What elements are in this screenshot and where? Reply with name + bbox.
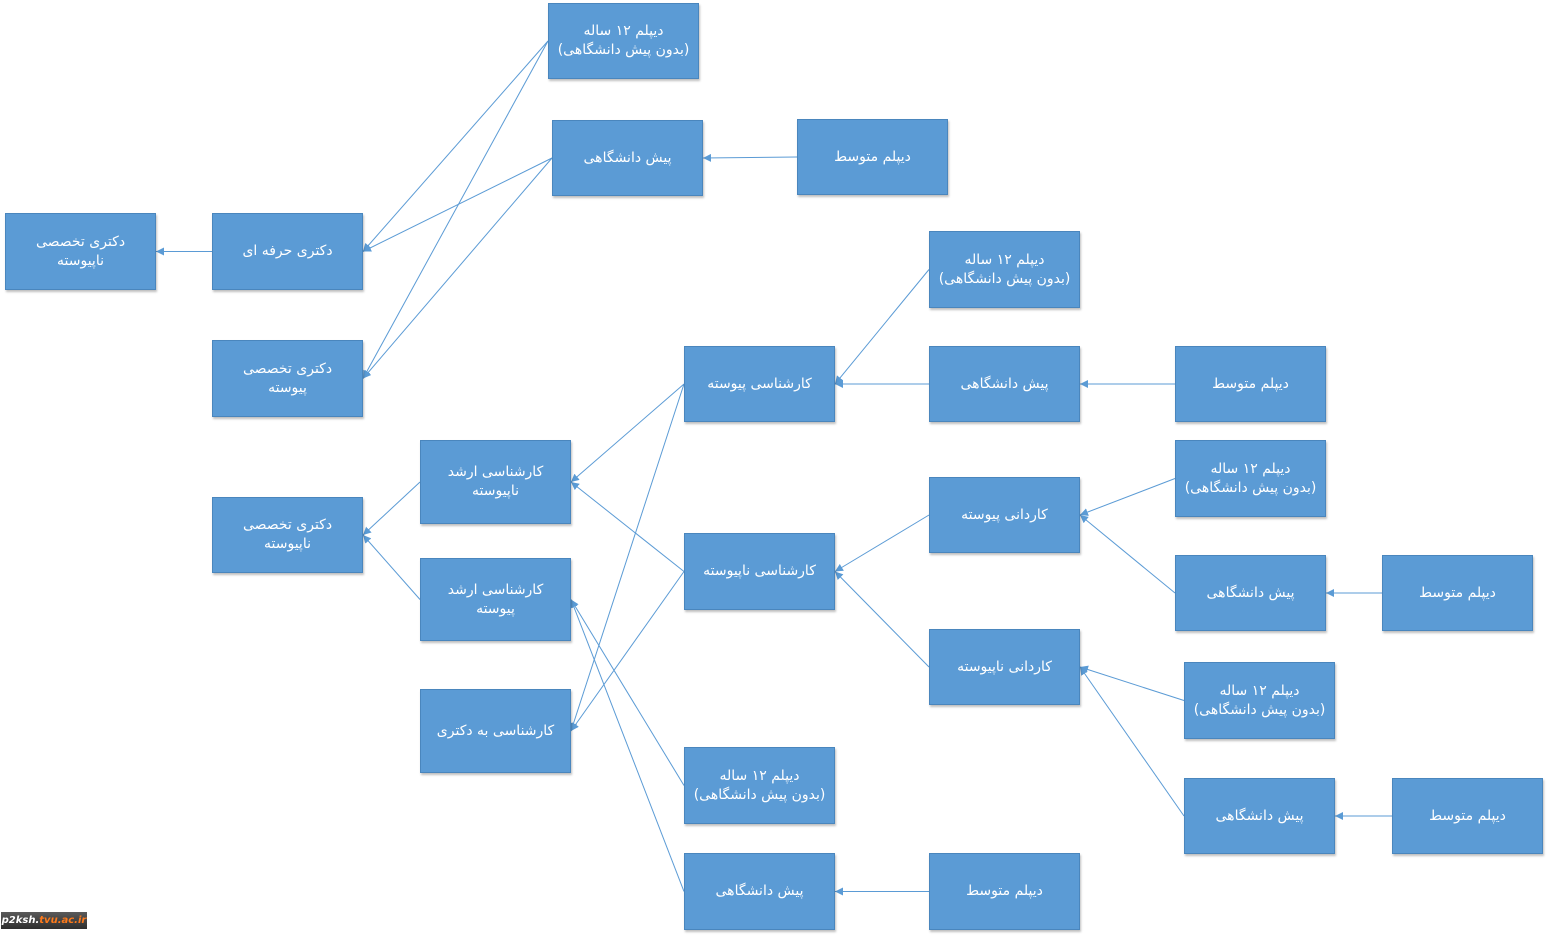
connector-preuni_top-to-professional_doctorate <box>362 157 553 252</box>
connector-preuni_assoc2-to-assoc_non_continuous <box>1079 666 1185 817</box>
connector-diploma12_top-to-professional_doctorate <box>362 40 549 252</box>
node-pre-university-top: پیش دانشگاهی <box>552 120 703 196</box>
node-diploma-12yr-bottom: دیپلم ۱۲ ساله (بدون پیش دانشگاهی) <box>684 747 835 824</box>
node-bsc-continuous: کارشناسی پیوسته <box>684 346 835 422</box>
node-associate-continuous: کاردانی پیوسته <box>929 477 1080 553</box>
node-diploma-12yr-top: دیپلم ۱۲ ساله (بدون پیش دانشگاهی) <box>548 3 699 79</box>
node-diploma-12yr-associate-1: دیپلم ۱۲ ساله (بدون پیش دانشگاهی) <box>1175 440 1326 517</box>
node-hs-diploma-associate-1: دیپلم متوسط <box>1382 555 1533 631</box>
node-phd-non-continuous-2: دکتری تخصصی ناپیوسته <box>212 497 363 573</box>
connector-diploma12_assoc2-to-assoc_non_continuous <box>1079 665 1185 701</box>
node-diploma-12yr-bsc: دیپلم ۱۲ ساله (بدون پیش دانشگاهی) <box>929 231 1080 308</box>
connector-diploma12_bottom-to-msc_continuous <box>570 599 685 786</box>
site-watermark: p2ksh.tvu.ac.ir <box>1 912 87 929</box>
node-bsc-to-phd: کارشناسی به دکتری <box>420 689 571 773</box>
node-hs-diploma-bottom: دیپلم متوسط <box>929 853 1080 930</box>
connector-bsc_non_continuous-to-msc_non_continuous <box>570 481 685 572</box>
node-phd-continuous: دکتری تخصصی پیوسته <box>212 340 363 417</box>
node-hs-diploma-bsc: دیپلم متوسط <box>1175 346 1326 422</box>
node-msc-continuous: کارشناسی ارشد پیوسته <box>420 558 571 641</box>
node-professional-doctorate: دکتری حرفه ای <box>212 213 363 290</box>
connector-diploma12_top-to-dr_phd_continuous <box>362 40 549 379</box>
node-msc-non-continuous: کارشناسی ارشد ناپیوسته <box>420 440 571 524</box>
connector-preuni_assoc1-to-assoc_continuous <box>1079 514 1176 594</box>
connector-bsc_continuous-to-bsc_to_phd <box>569 383 685 732</box>
node-bsc-non-continuous: کارشناسی ناپیوسته <box>684 533 835 610</box>
connector-diploma12_bsc-to-bsc_continuous <box>834 269 930 385</box>
node-pre-university-bottom: پیش دانشگاهی <box>684 853 835 930</box>
connector-assoc_non_continuous-to-bsc_non_continuous <box>834 571 930 668</box>
node-associate-non-continuous: کاردانی ناپیوسته <box>929 629 1080 705</box>
node-phd-non-continuous: دکتری تخصصی ناپیوسته <box>5 213 156 290</box>
node-hs-diploma-associate-2: دیپلم متوسط <box>1392 778 1543 854</box>
node-pre-university-associate-1: پیش دانشگاهی <box>1175 555 1326 631</box>
node-hs-diploma-top: دیپلم متوسط <box>797 119 948 195</box>
connector-msc_non_continuous-to-dr_phd_non_continuous_2 <box>362 481 421 536</box>
watermark-domain: tvu.ac.ir <box>39 915 87 926</box>
connector-bsc_continuous-to-msc_non_continuous <box>570 383 685 483</box>
connector-preuni_top-to-dr_phd_continuous <box>362 157 553 379</box>
connector-bsc_non_continuous-to-bsc_to_phd <box>570 571 685 732</box>
connector-hs_diploma_top-to-preuni_top <box>702 153 798 162</box>
connector-preuni_bottom-to-msc_continuous <box>570 599 685 892</box>
connector-msc_continuous-to-dr_phd_non_continuous_2 <box>362 534 421 600</box>
connector-diploma12_assoc1-to-assoc_continuous <box>1079 478 1176 516</box>
connector-assoc_continuous-to-bsc_non_continuous <box>834 514 930 572</box>
watermark-prefix: p2ksh. <box>1 915 40 926</box>
node-pre-university-associate-2: پیش دانشگاهی <box>1184 778 1335 854</box>
node-pre-university-bsc: پیش دانشگاهی <box>929 346 1080 422</box>
node-diploma-12yr-associate-2: دیپلم ۱۲ ساله (بدون پیش دانشگاهی) <box>1184 662 1335 739</box>
